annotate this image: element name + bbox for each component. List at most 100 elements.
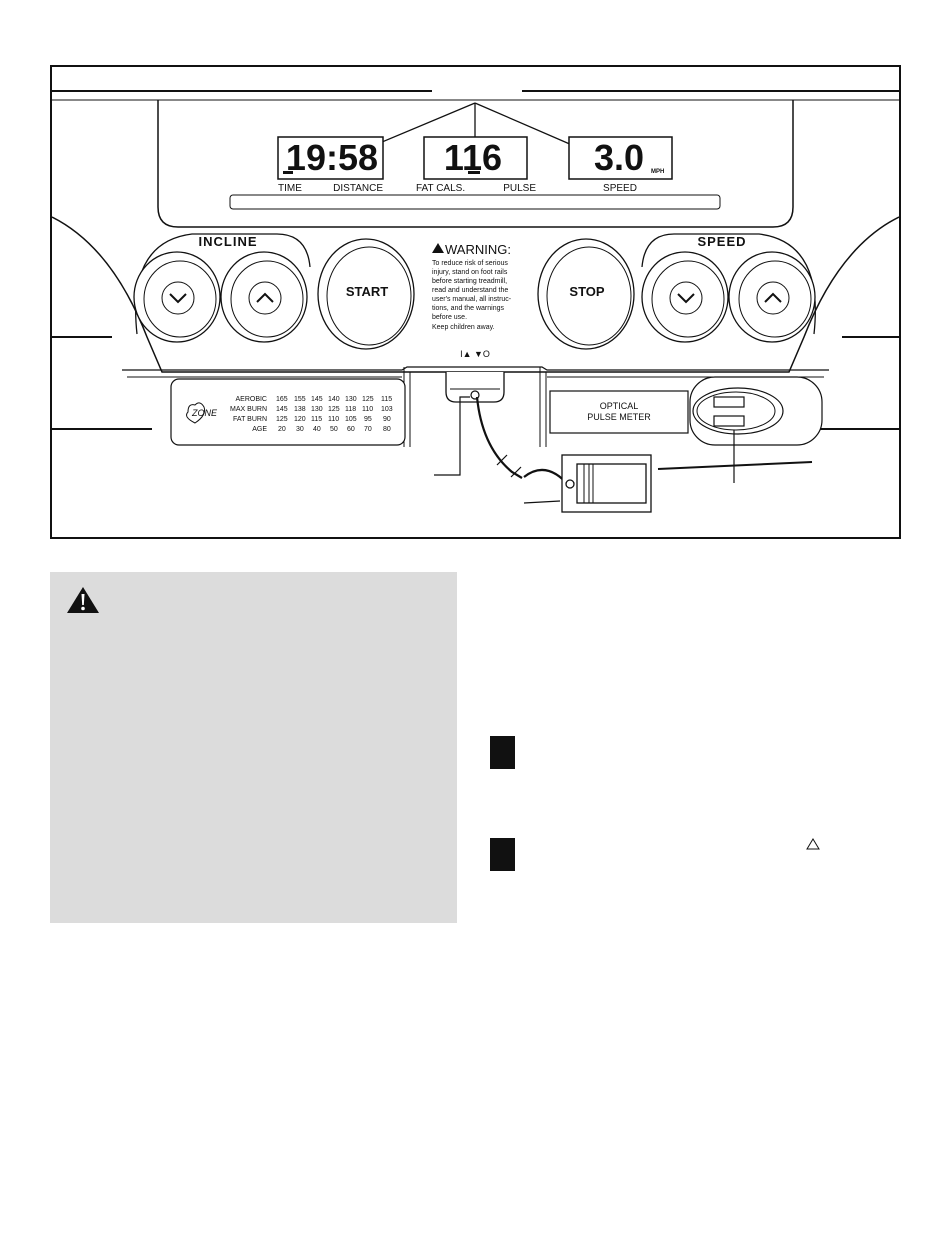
- console-warning-line: before starting treadmill,: [432, 278, 507, 285]
- key-slot[interactable]: [445, 372, 505, 403]
- zone-cell: 103: [381, 406, 393, 413]
- console-warning-line: To reduce risk of serious: [432, 260, 508, 267]
- zone-cell: 110: [362, 406, 373, 413]
- speed-group-label: SPEED: [697, 234, 746, 249]
- zone-cell: 125: [276, 416, 288, 423]
- zone-row-label: AEROBIC: [235, 396, 267, 403]
- frame-line: [657, 461, 813, 470]
- sensor-contact: [713, 396, 745, 408]
- zone-cell: 115: [311, 416, 322, 423]
- warning-triangle-icon: [432, 243, 444, 253]
- zone-cell: 40: [313, 426, 321, 433]
- callout-line: [474, 102, 573, 146]
- zone-cell: 130: [311, 406, 323, 413]
- speed-unit: MPH: [651, 169, 664, 175]
- lower-tray-line: [122, 366, 829, 371]
- speed-display: 3.0 MPH SPEED: [568, 136, 673, 194]
- callout-line: [523, 500, 561, 504]
- key-position-symbols: I▲ ▼O: [460, 349, 490, 359]
- start-button[interactable]: START: [317, 238, 415, 350]
- zone-logo: ZONE: [191, 408, 218, 418]
- time-label: TIME: [278, 183, 302, 194]
- fat-cals-pulse-display: 116 FAT CALS. PULSE: [416, 136, 536, 194]
- time-distance-display: 19:58 TIME DISTANCE: [277, 136, 384, 194]
- console-warning-title: WARNING:: [445, 242, 511, 257]
- zone-cell: 145: [276, 406, 288, 413]
- zone-cell: 110: [328, 416, 339, 423]
- zone-cell: 95: [364, 416, 372, 423]
- target-heart-rate-chart: ZONE AEROBIC 165 155 145 140 130 125 115…: [170, 378, 406, 446]
- zone-cell: 155: [294, 396, 306, 403]
- fat-cals-label: FAT CALS.: [416, 183, 465, 194]
- incline-label: INCLINE: [199, 234, 258, 249]
- console-warning-line: injury, stand on foot rails: [432, 269, 508, 276]
- optical-pulse-meter: OPTICAL PULSE METER: [549, 390, 689, 434]
- zone-cell: 80: [383, 426, 391, 433]
- callout-line: [374, 102, 476, 146]
- chevron-down-icon: [169, 293, 187, 304]
- stop-label: STOP: [569, 284, 604, 299]
- console-warning-line: before use.: [432, 314, 467, 321]
- key-clip-icon: [470, 390, 480, 400]
- optical-label-line1: OPTICAL: [600, 401, 639, 411]
- start-label: START: [346, 284, 388, 299]
- console-warning-line: user's manual, all instruc-: [432, 296, 512, 303]
- zone-cell: 50: [330, 426, 338, 433]
- stop-button[interactable]: STOP: [537, 238, 635, 350]
- key-cord: [475, 396, 523, 479]
- zone-cell: 115: [381, 396, 392, 403]
- zone-cell: 118: [345, 406, 356, 413]
- zone-cell: 90: [383, 416, 391, 423]
- zone-cell: 60: [347, 426, 355, 433]
- zone-cell: 20: [278, 426, 286, 433]
- console-warning-line: read and understand the: [432, 287, 508, 294]
- zone-row-label: MAX BURN: [230, 406, 267, 413]
- fat-cals-pulse-value: 116: [444, 137, 502, 178]
- warning-box: [50, 572, 457, 923]
- cord-break: [510, 466, 522, 478]
- zone-cell: 30: [296, 426, 304, 433]
- cord-break: [496, 454, 508, 466]
- pulse-label: PULSE: [503, 183, 536, 194]
- distance-label: DISTANCE: [333, 183, 383, 194]
- speed-value: 3.0: [594, 137, 644, 178]
- speed-down-button[interactable]: [641, 251, 729, 343]
- heart-icon: [186, 402, 206, 424]
- zone-chart-table: AEROBIC 165 155 145 140 130 125 115 MAX …: [230, 396, 393, 433]
- display-panel: [157, 100, 794, 228]
- zone-row-label: FAT BURN: [233, 416, 267, 423]
- zone-cell: 145: [311, 396, 323, 403]
- chevron-up-icon: [256, 292, 274, 303]
- zone-cell: 105: [345, 416, 357, 423]
- console-diagram: 19:58 TIME DISTANCE 116 FAT CALS. PULSE …: [50, 65, 901, 539]
- speed-display-label: SPEED: [603, 183, 637, 194]
- incline-down-button[interactable]: [133, 251, 221, 343]
- speed-up-button[interactable]: [728, 251, 816, 343]
- step-marker-1: [490, 736, 515, 769]
- console-warning-line: tions, and the warnings: [432, 305, 504, 312]
- zone-cell: 138: [294, 406, 306, 413]
- pulse-sensor[interactable]: [689, 376, 823, 446]
- incline-up-button[interactable]: [220, 251, 308, 343]
- console-drawing: 19:58 TIME DISTANCE 116 FAT CALS. PULSE …: [52, 90, 899, 513]
- chevron-down-icon: [677, 293, 695, 304]
- zone-cell: 130: [345, 396, 357, 403]
- zone-cell: 125: [328, 406, 340, 413]
- sensor-contact: [713, 415, 745, 427]
- chevron-up-icon: [764, 292, 782, 303]
- zone-cell: 125: [362, 396, 374, 403]
- console-warning: WARNING: To reduce risk of serious injur…: [432, 242, 512, 331]
- callout-line: [434, 396, 470, 476]
- safety-key[interactable]: [561, 454, 652, 513]
- triangle-outline-icon: [806, 838, 820, 850]
- step-marker-2: [490, 838, 515, 871]
- zone-cell: 165: [276, 396, 288, 403]
- console-warning-line: Keep children away.: [432, 324, 495, 331]
- optical-label-line2: PULSE METER: [587, 412, 651, 422]
- zone-row-label: AGE: [252, 426, 267, 433]
- zone-cell: 70: [364, 426, 372, 433]
- key-clip-icon: [565, 479, 575, 489]
- zone-cell: 140: [328, 396, 340, 403]
- warning-triangle-icon: [67, 587, 99, 613]
- zone-cell: 120: [294, 416, 306, 423]
